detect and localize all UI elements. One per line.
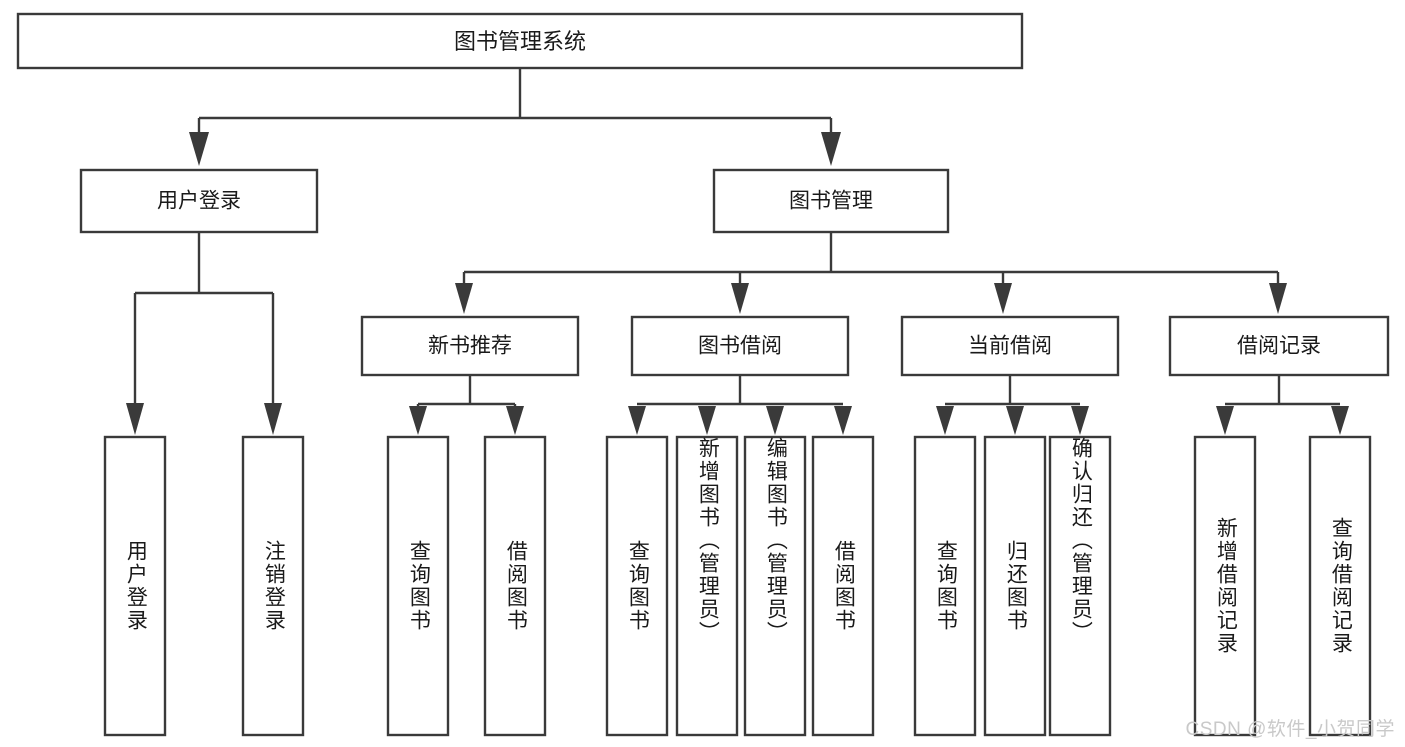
node-borrow-record[interactable]: 借阅记录	[1168, 315, 1390, 377]
arrow-head-ul-2	[264, 403, 282, 435]
arrow-head-l3-4	[1269, 283, 1287, 314]
leaf-boxes	[103, 435, 1372, 737]
node-root-box[interactable]	[16, 12, 1024, 70]
node-user-login[interactable]: 用户登录	[79, 168, 319, 234]
node-user-login-label: 用户登录	[157, 190, 241, 213]
node-book-management-label: 图书管理	[789, 190, 873, 213]
leaf-box-add-book-admin[interactable]	[675, 435, 739, 737]
arrow-head-user-login	[189, 132, 209, 166]
node-root[interactable]: 图书管理系统	[16, 12, 1024, 70]
node-new-book-recommend[interactable]: 新书推荐	[360, 315, 580, 377]
leaf-box-logout[interactable]	[241, 435, 305, 737]
connector-group-new-book-children	[409, 375, 524, 435]
arrow-head-nb-1	[409, 406, 427, 435]
connector-group-book-borrow-children	[628, 375, 852, 435]
arrow-head-bb-2	[698, 406, 716, 435]
connector-group-user-login-children	[126, 232, 282, 435]
leaf-box-query-borrow-record[interactable]	[1308, 435, 1372, 737]
leaf-box-add-borrow-record[interactable]	[1193, 435, 1257, 737]
leaf-box-query-book-borrow[interactable]	[605, 435, 669, 737]
leaf-box-edit-book-admin[interactable]	[743, 435, 807, 737]
arrow-head-bb-1	[628, 406, 646, 435]
arrow-head-nb-2	[506, 406, 524, 435]
arrow-head-br-2	[1331, 406, 1349, 435]
arrow-head-l3-2	[731, 283, 749, 314]
connector-group-current-borrow-children	[936, 375, 1089, 435]
leaf-box-borrow-book-new[interactable]	[483, 435, 547, 737]
arrow-head-ul-1	[126, 403, 144, 435]
connector-group-root-to-level2	[189, 68, 841, 166]
node-book-borrow-box[interactable]	[630, 315, 850, 377]
connector-group-borrow-record-children	[1216, 375, 1349, 435]
arrow-head-cb-2	[1006, 406, 1024, 435]
arrow-head-cb-3	[1071, 406, 1089, 435]
arrow-head-bb-3	[766, 406, 784, 435]
arrow-head-cb-1	[936, 406, 954, 435]
node-current-borrow-label: 当前借阅	[968, 335, 1052, 358]
node-new-book-recommend-label: 新书推荐	[428, 335, 512, 358]
arrow-head-br-1	[1216, 406, 1234, 435]
connector-group-book-mgmt-children	[455, 232, 1287, 314]
node-user-login-box[interactable]	[79, 168, 319, 234]
leaf-box-query-book-current[interactable]	[913, 435, 977, 737]
node-book-management[interactable]: 图书管理	[712, 168, 950, 234]
arrow-head-bb-4	[834, 406, 852, 435]
arrow-head-book-mgmt	[821, 132, 841, 166]
node-root-label: 图书管理系统	[454, 29, 586, 54]
leaf-box-user-login[interactable]	[103, 435, 167, 737]
node-book-management-box[interactable]	[712, 168, 950, 234]
node-new-book-recommend-box[interactable]	[360, 315, 580, 377]
arrow-head-l3-3	[994, 283, 1012, 314]
arrow-head-l3-1	[455, 283, 473, 314]
leaf-box-return-book[interactable]	[983, 435, 1047, 737]
node-current-borrow-box[interactable]	[900, 315, 1120, 377]
node-book-borrow-label: 图书借阅	[698, 335, 782, 358]
node-current-borrow[interactable]: 当前借阅	[900, 315, 1120, 377]
node-book-borrow[interactable]: 图书借阅	[630, 315, 850, 377]
leaf-box-borrow-book[interactable]	[811, 435, 875, 737]
node-borrow-record-box[interactable]	[1168, 315, 1390, 377]
leaf-box-query-book-new[interactable]	[386, 435, 450, 737]
node-borrow-record-label: 借阅记录	[1237, 335, 1321, 358]
leaf-box-confirm-return-admin[interactable]	[1048, 435, 1112, 737]
